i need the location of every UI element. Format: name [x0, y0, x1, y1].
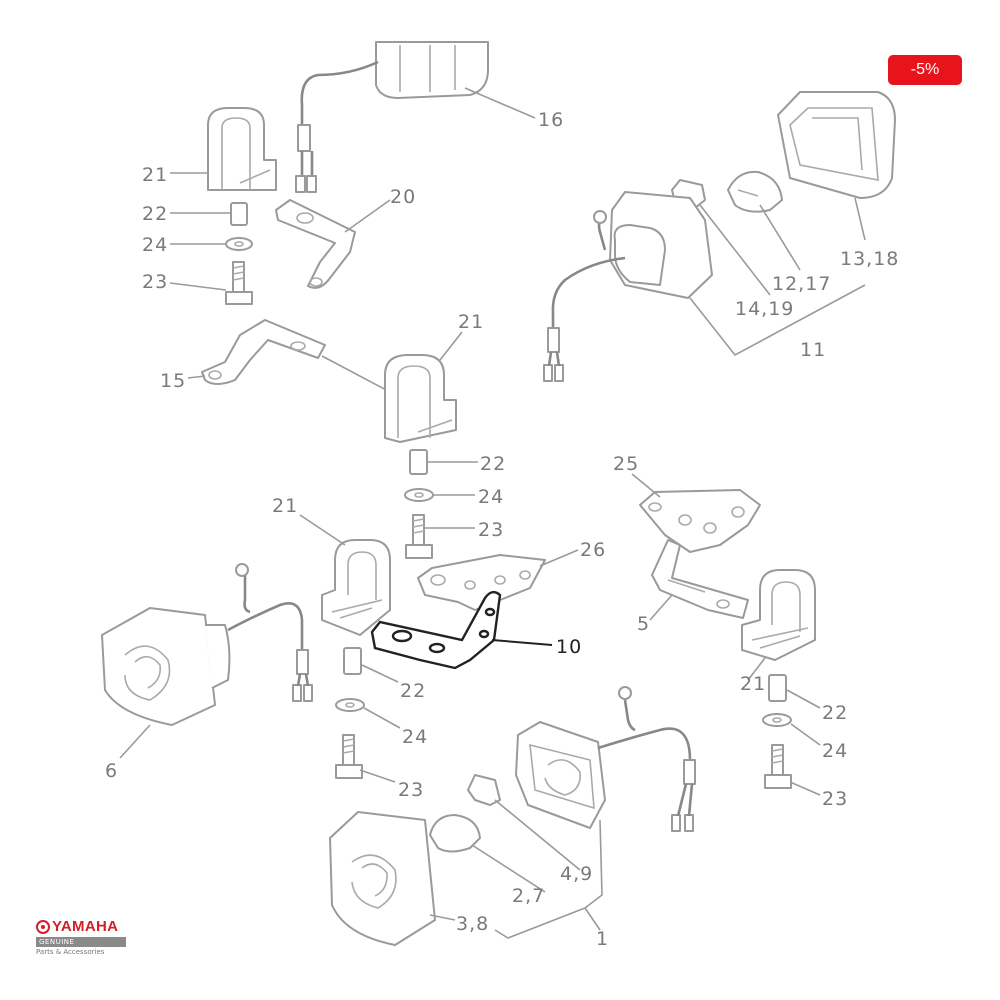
part-10-bracket-highlighted [370, 590, 502, 670]
discount-badge: -5% [888, 55, 962, 85]
part-4-9-housing [515, 686, 696, 832]
part-23-bolt-middle [405, 514, 433, 559]
part-15-bracket [201, 319, 326, 385]
part-4-9-socket [467, 774, 501, 806]
callout-25: 25 [613, 453, 639, 475]
callout-21-upper: 21 [142, 164, 168, 186]
callout-10: 10 [556, 636, 582, 658]
part-16-lamp-housing [295, 41, 489, 193]
callout-2-7: 2,7 [512, 885, 545, 907]
callout-22-right: 22 [822, 702, 848, 724]
callout-5: 5 [637, 613, 650, 635]
part-2-7-bulb [429, 814, 481, 853]
callout-22-left: 22 [400, 680, 426, 702]
part-24-washer-right [762, 713, 792, 727]
callout-6: 6 [105, 760, 118, 782]
part-23-bolt-right [764, 744, 792, 789]
callout-16: 16 [538, 109, 564, 131]
part-26-bracket [417, 554, 546, 611]
callout-24-upper: 24 [142, 234, 168, 256]
part-22-collar-left [343, 647, 362, 675]
callout-11: 11 [800, 339, 826, 361]
callout-1: 1 [596, 928, 609, 950]
callout-22-middle: 22 [480, 453, 506, 475]
part-23-bolt-left [335, 734, 363, 779]
callout-20: 20 [390, 186, 416, 208]
part-12-17-bulb [727, 170, 783, 213]
part-22-collar-right [768, 674, 787, 702]
callout-21-right: 21 [740, 673, 766, 695]
callout-24-right: 24 [822, 740, 848, 762]
brand-caption: Parts & Accessories [36, 948, 105, 956]
callout-4-9: 4,9 [560, 863, 593, 885]
callout-21-middle: 21 [458, 311, 484, 333]
part-3-8-lens [329, 811, 436, 946]
callout-23-middle: 23 [478, 519, 504, 541]
callout-23-upper: 23 [142, 271, 168, 293]
part-21-clamp-middle [384, 354, 457, 443]
part-11-housing [543, 191, 713, 382]
callout-24-left: 24 [402, 726, 428, 748]
tuning-fork-icon [36, 919, 50, 934]
part-20-bracket [275, 199, 356, 289]
part-21-clamp-upper [207, 107, 277, 191]
callout-24-middle: 24 [478, 486, 504, 508]
brand-logo: YAMAHA GENUINE Parts & Accessories [36, 918, 126, 956]
part-24-washer-middle [404, 488, 434, 502]
part-22-collar-upper [230, 202, 248, 226]
part-24-washer-left [335, 698, 365, 712]
part-25-bracket [639, 489, 761, 553]
part-23-bolt-upper [225, 261, 253, 305]
part-6-turn-signal [101, 563, 313, 726]
part-5-bracket [651, 539, 749, 619]
callout-21-left: 21 [272, 495, 298, 517]
callout-26: 26 [580, 539, 606, 561]
callout-14-19: 14,19 [735, 298, 794, 320]
callout-15: 15 [160, 370, 186, 392]
brand-sub: GENUINE [36, 937, 126, 947]
callout-3-8: 3,8 [456, 913, 489, 935]
brand-name: YAMAHA [52, 918, 119, 935]
part-21-clamp-left [321, 539, 391, 636]
callout-12-17: 12,17 [772, 273, 831, 295]
part-24-washer-upper [225, 237, 253, 251]
callout-22-upper: 22 [142, 203, 168, 225]
callout-13-18: 13,18 [840, 248, 899, 270]
callout-23-right: 23 [822, 788, 848, 810]
part-13-18-lens [777, 91, 896, 199]
callout-23-left: 23 [398, 779, 424, 801]
part-21-clamp-right [741, 569, 816, 661]
part-22-collar-middle [409, 449, 428, 475]
